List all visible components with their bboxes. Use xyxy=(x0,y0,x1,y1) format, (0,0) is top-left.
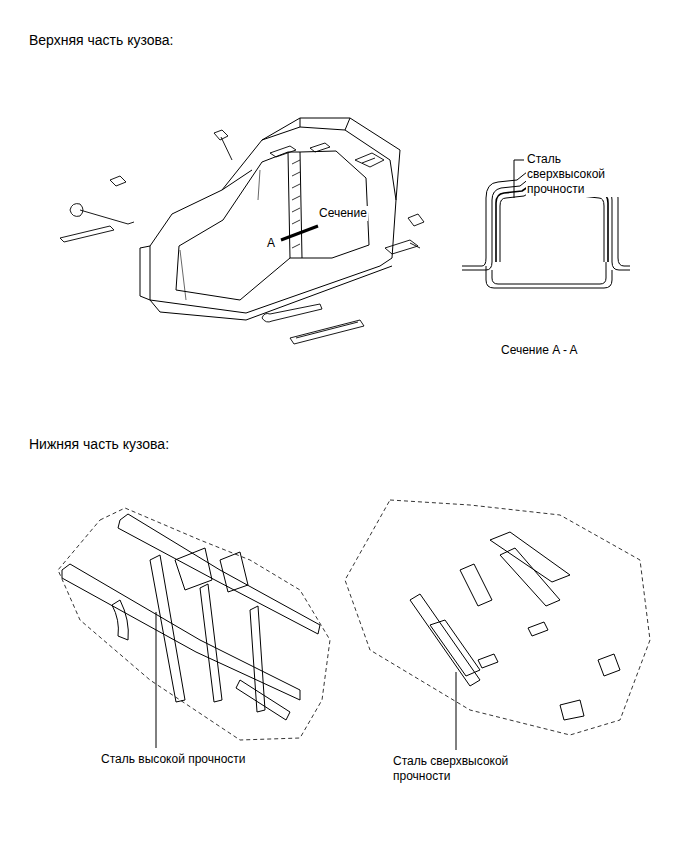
underbody-members xyxy=(345,500,650,735)
section-caption: Сечение A - A xyxy=(500,343,579,358)
section-letter: A xyxy=(266,236,276,251)
section-heading: Верхняя часть кузова: xyxy=(28,32,175,49)
leader-line xyxy=(514,160,524,198)
material-label: Сталь сверхвысокой прочности xyxy=(526,152,624,197)
loose-parts xyxy=(60,130,424,344)
body-side xyxy=(140,118,400,320)
section-heading: Нижняя часть кузова: xyxy=(28,436,170,453)
leader-line xyxy=(456,672,457,750)
leader-line xyxy=(156,612,157,748)
section-line xyxy=(281,226,318,240)
material-label: Сталь высокой прочности xyxy=(100,752,247,767)
section-label: Сечение xyxy=(318,206,368,221)
underbody-frame xyxy=(58,508,330,740)
material-label: Сталь сверхвысокой прочности xyxy=(392,754,534,784)
